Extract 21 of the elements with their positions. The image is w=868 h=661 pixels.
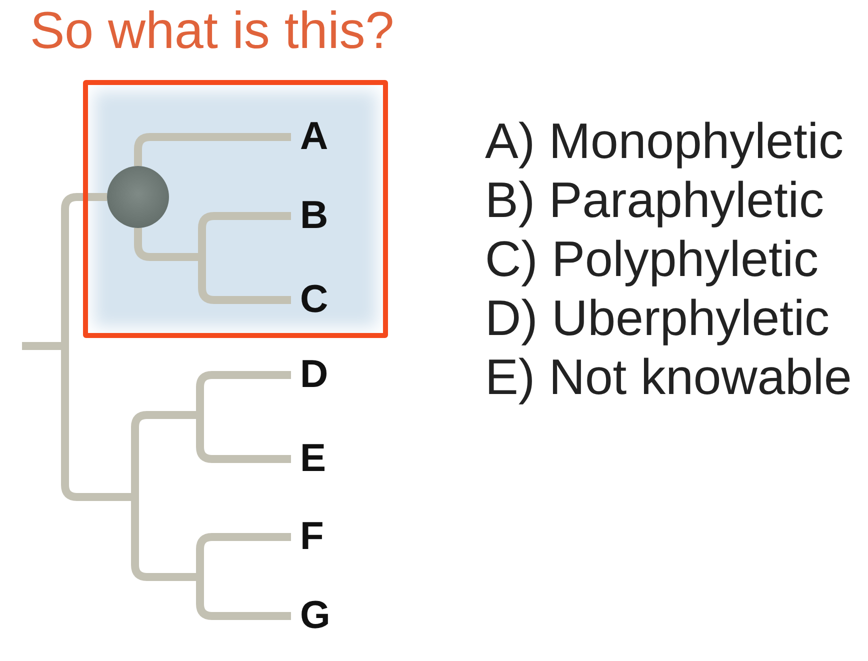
answer-choice: D) Uberphyletic [485,290,830,346]
answer-choice: A) Monophyletic [485,113,844,169]
answer-choice: E) Not knowable [485,349,852,405]
highlight-box [83,80,388,338]
tree-branch [198,257,291,304]
tree-branch [198,212,291,257]
taxon-label: D [300,355,328,395]
taxon-label: F [300,517,324,557]
taxon-label: E [300,439,326,479]
taxon-label: B [300,196,328,236]
tree-branch [196,533,291,577]
taxon-label: A [300,117,328,157]
tree-branch [196,371,291,415]
taxon-label: G [300,596,330,636]
tree-branch [196,577,291,620]
taxon-label: C [300,280,328,320]
tree-branch [61,193,107,346]
tree-branch [196,415,291,463]
slide-title: So what is this? [30,2,394,60]
answer-choice: B) Paraphyletic [485,172,824,228]
answer-choice: C) Polyphyletic [485,231,818,287]
